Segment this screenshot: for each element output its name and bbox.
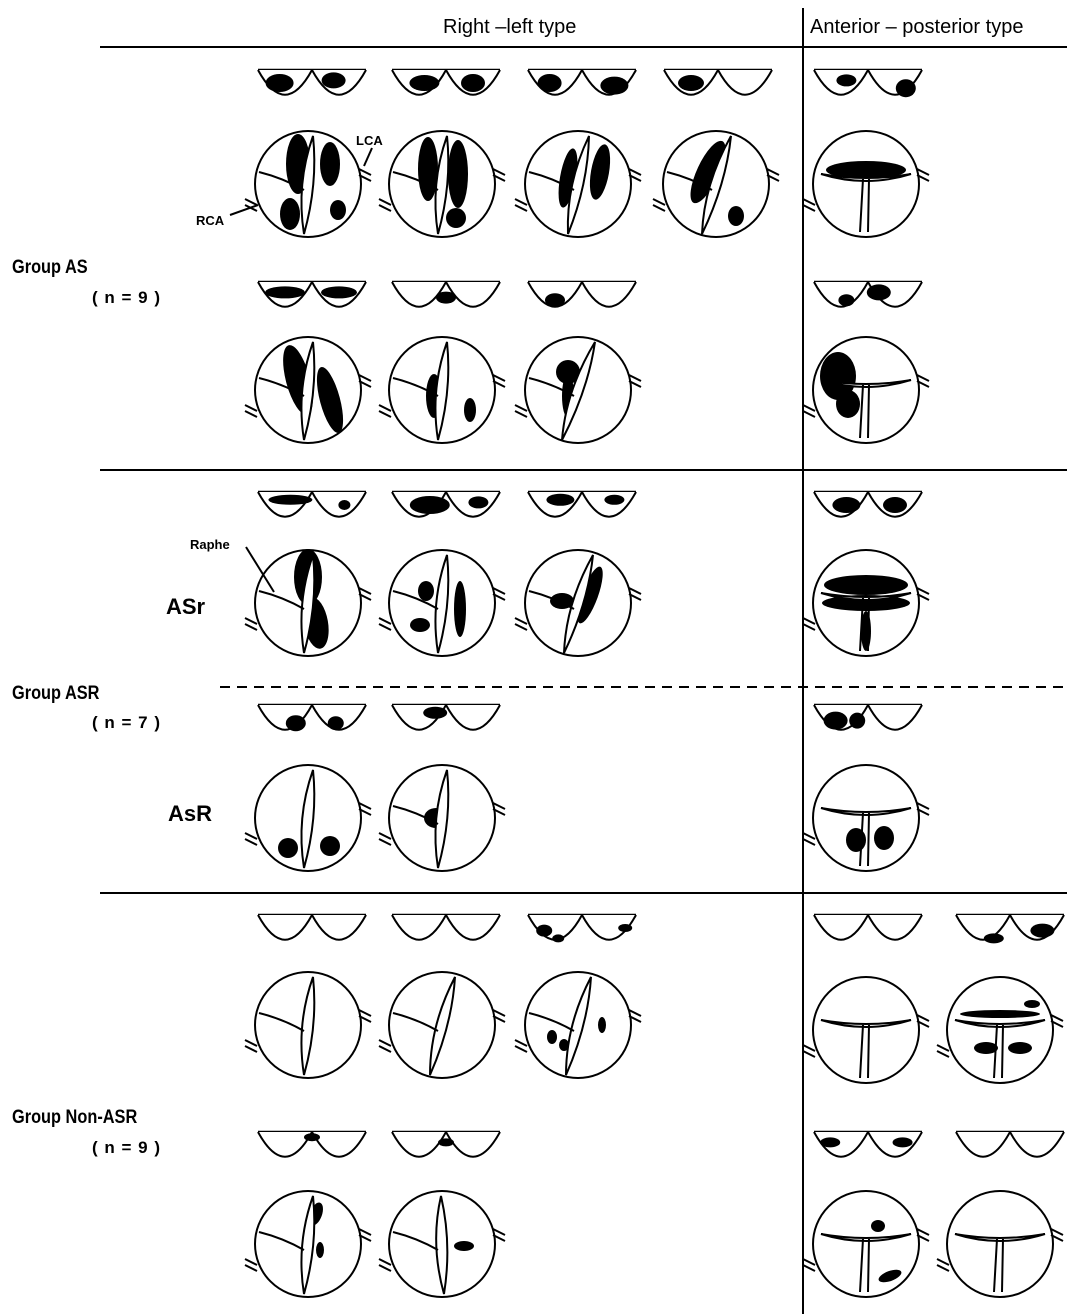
raphe-annotation: Raphe bbox=[190, 537, 230, 552]
valve-asr-1a bbox=[245, 549, 371, 656]
valve-as-2a bbox=[245, 337, 371, 443]
cusps-asr-1a bbox=[258, 492, 366, 517]
group-asr-label: Group ASR bbox=[12, 683, 99, 705]
cusps-nonasr-1b bbox=[392, 915, 500, 940]
valve-ap-nonasr-1b bbox=[937, 977, 1063, 1083]
valve-as-1b bbox=[379, 131, 505, 237]
valve-nonasr-2a bbox=[245, 1191, 371, 1297]
cusps-nonasr-2a bbox=[258, 1132, 366, 1157]
cusps-asr-2a bbox=[258, 705, 366, 731]
cusps-as-1a bbox=[258, 70, 366, 95]
cusps-as-2a bbox=[258, 282, 366, 307]
valve-ap-as-2 bbox=[803, 337, 929, 443]
valve-nonasr-2b bbox=[379, 1191, 505, 1297]
valve-asr-2b bbox=[379, 765, 505, 871]
valve-nonasr-1c bbox=[515, 972, 641, 1078]
valve-as-1d bbox=[653, 131, 779, 237]
right-left-type-header: Right –left type bbox=[443, 16, 576, 39]
valve-ap-nonasr-1a bbox=[803, 977, 929, 1083]
cusps-asr-1b bbox=[392, 492, 500, 517]
group-as-count: ( n = 9 ) bbox=[92, 288, 161, 308]
valve-ap-nonasr-2a bbox=[803, 1191, 929, 1297]
valve-as-2b bbox=[379, 337, 505, 443]
valve-as-2c bbox=[515, 337, 641, 443]
valve-asr-1b bbox=[379, 550, 505, 656]
subgroup-asr-lower-label: AsR bbox=[168, 801, 212, 827]
cusps-ap-asr-1 bbox=[814, 492, 922, 517]
cusps-as-2b bbox=[392, 282, 500, 307]
cusps-asr-1c bbox=[528, 492, 636, 517]
group-asr-count: ( n = 7 ) bbox=[92, 713, 161, 733]
cusps-nonasr-2b bbox=[392, 1132, 500, 1157]
cusps-as-1c bbox=[528, 70, 636, 95]
anterior-posterior-type-header: Anterior – posterior type bbox=[810, 16, 1023, 39]
cusps-ap-nonasr-2b bbox=[956, 1132, 1064, 1157]
valve-nonasr-1b bbox=[379, 972, 505, 1078]
valve-nonasr-1a bbox=[245, 972, 371, 1078]
valve-asr-2a bbox=[245, 765, 371, 871]
cusps-ap-asr-2 bbox=[814, 705, 922, 730]
cusps-asr-2b bbox=[392, 705, 500, 730]
valve-as-1a bbox=[245, 131, 371, 237]
valve-as-1c bbox=[515, 131, 641, 237]
cusps-ap-nonasr-1a bbox=[814, 915, 922, 940]
group-non-asr-label: Group Non-ASR bbox=[12, 1107, 137, 1129]
cusps-ap-nonasr-1b bbox=[956, 915, 1064, 943]
cusps-as-1d bbox=[664, 70, 772, 95]
cusps-nonasr-1a bbox=[258, 915, 366, 940]
lca-annotation: LCA bbox=[356, 133, 383, 148]
subgroup-asr-upper-label: ASr bbox=[166, 594, 205, 620]
valve-ap-asr-1 bbox=[803, 550, 929, 656]
valve-ap-as-1 bbox=[803, 131, 929, 237]
cusps-ap-as-1 bbox=[814, 70, 922, 97]
cusps-nonasr-1c bbox=[528, 915, 636, 942]
group-non-asr-count: ( n = 9 ) bbox=[92, 1138, 161, 1158]
lca-arrow bbox=[364, 148, 372, 166]
valve-asr-1c bbox=[515, 550, 641, 656]
cusps-ap-nonasr-2a bbox=[814, 1132, 922, 1157]
rca-annotation: RCA bbox=[196, 213, 224, 228]
valve-ap-asr-2 bbox=[803, 765, 929, 871]
cusps-as-2c bbox=[528, 282, 636, 307]
cusps-as-1b bbox=[392, 70, 500, 95]
valve-ap-nonasr-2b bbox=[937, 1191, 1063, 1297]
group-as-label: Group AS bbox=[12, 257, 88, 279]
cusps-ap-as-2 bbox=[814, 282, 922, 307]
